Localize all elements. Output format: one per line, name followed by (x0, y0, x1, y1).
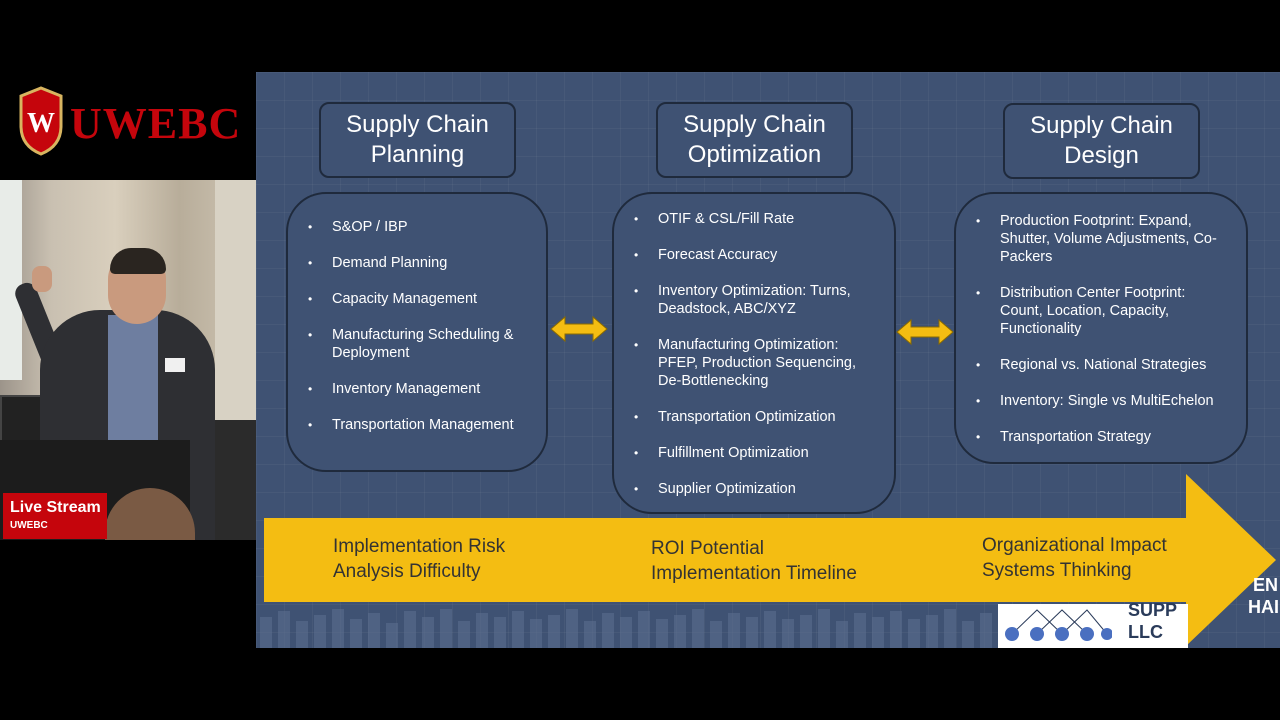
logo-line1: SUPP (1128, 600, 1178, 620)
presenter-video (0, 180, 256, 540)
arrow-label-risk-line1: Implementation Risk (333, 536, 506, 557)
header-optimization-line2: Optimization (687, 141, 822, 168)
header-planning-line1: Supply Chain (346, 111, 489, 138)
list-item: Capacity Management (288, 290, 546, 308)
design-box: Production Footprint: Expand, Shutter, V… (954, 192, 1248, 464)
presentation-slide: Supply Chain Planning Supply Chain Optim… (256, 72, 1280, 648)
live-stream-title: Live Stream (10, 499, 101, 516)
logo-right-text: EN HAIN (1248, 574, 1280, 618)
list-item: OTIF & CSL/Fill Rate (614, 210, 894, 228)
presenter-hair (110, 248, 166, 274)
network-logo-icon (1005, 609, 1112, 641)
list-item: Regional vs. National Strategies (956, 356, 1246, 374)
logo-right-line1: EN (1252, 575, 1278, 595)
planning-box: S&OP / IBP Demand Planning Capacity Mana… (286, 192, 548, 472)
arrow-label-risk: Implementation Risk Analysis Difficulty (333, 534, 505, 584)
progress-arrow-icon (264, 474, 1276, 646)
logo-wordmark: SUPP LLC (1128, 599, 1177, 643)
company-logo: SUPP LLC (998, 600, 1188, 648)
logo-line2: LLC (1128, 622, 1163, 642)
arrow-label-roi-line2: Implementation Timeline (651, 563, 857, 584)
list-item: Transportation Optimization (614, 408, 894, 426)
list-item: Supplier Optimization (614, 480, 894, 498)
background-bars (260, 609, 992, 648)
optimization-box: OTIF & CSL/Fill Rate Forecast Accuracy I… (612, 192, 896, 514)
list-item: Demand Planning (288, 254, 546, 272)
uwebc-brand: W UWEBC (0, 80, 256, 170)
double-arrow-icon (896, 318, 954, 346)
list-item: Forecast Accuracy (614, 246, 894, 264)
arrow-label-roi-line1: ROI Potential (651, 538, 764, 559)
arrow-label-org-line1: Organizational Impact (982, 535, 1167, 556)
double-arrow-icon (550, 315, 608, 343)
arrow-label-org: Organizational Impact Systems Thinking (982, 533, 1167, 583)
list-item: Manufacturing Optimization: PFEP, Produc… (614, 336, 894, 390)
list-item: Fulfillment Optimization (614, 444, 894, 462)
list-item: Inventory: Single vs MultiEchelon (956, 392, 1246, 410)
list-item: Production Footprint: Expand, Shutter, V… (956, 212, 1246, 266)
name-badge (165, 358, 185, 372)
header-optimization-line1: Supply Chain (683, 111, 826, 138)
list-item: Inventory Optimization: Turns, Deadstock… (614, 282, 894, 318)
header-design-line2: Design (1064, 142, 1139, 169)
header-planning: Supply Chain Planning (319, 102, 516, 178)
header-design: Supply Chain Design (1003, 103, 1200, 179)
presenter-hand (32, 266, 52, 292)
uw-crest-icon: W (19, 86, 63, 156)
background-wall (215, 180, 256, 430)
list-item: Transportation Strategy (956, 428, 1246, 446)
list-item: Inventory Management (288, 380, 546, 398)
list-item: S&OP / IBP (288, 218, 546, 236)
crest-letter: W (27, 108, 55, 139)
list-item: Distribution Center Footprint: Count, Lo… (956, 284, 1246, 338)
logo-right-line2: HAIN (1248, 597, 1280, 617)
arrow-label-roi: ROI Potential Implementation Timeline (651, 536, 857, 586)
header-planning-line2: Planning (370, 141, 465, 168)
background-window (0, 180, 22, 380)
list-item: Transportation Management (288, 416, 546, 434)
arrow-label-risk-line2: Analysis Difficulty (333, 561, 481, 582)
header-optimization: Supply Chain Optimization (656, 102, 853, 178)
live-stream-subtitle: UWEBC (10, 520, 48, 531)
list-item: Manufacturing Scheduling & Deployment (288, 326, 546, 362)
brand-name: UWEBC (70, 99, 242, 148)
header-design-line1: Supply Chain (1030, 112, 1173, 139)
arrow-label-org-line2: Systems Thinking (982, 560, 1132, 581)
live-stream-badge: Live Stream UWEBC (3, 493, 107, 539)
presenter-shirt (108, 315, 158, 445)
